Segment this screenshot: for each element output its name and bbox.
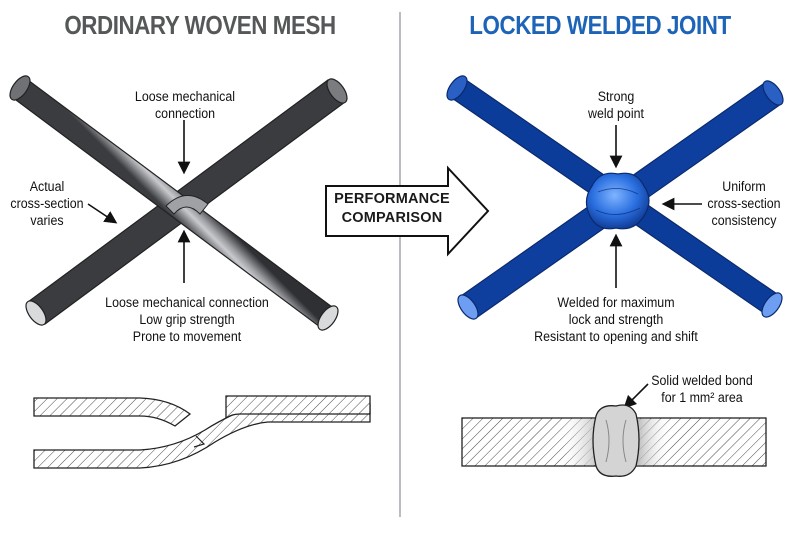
welded-joint-title: LOCKED WELDED JOINT — [469, 10, 731, 40]
label-line: Loose mechanical connection — [105, 295, 269, 310]
label-line: Welded for maximum — [557, 295, 675, 310]
label-line: Loose mechanical — [134, 89, 236, 104]
gray-rod-end-cap — [9, 75, 31, 101]
label-line: Low grip strength — [139, 312, 235, 327]
label-line: Strong — [597, 89, 635, 104]
label-line: weld point — [588, 106, 644, 121]
label-line: consistency — [711, 213, 777, 228]
comparison-line: COMPARISON — [341, 210, 443, 226]
label-line: cross-section — [10, 196, 84, 211]
crossover-bend — [165, 195, 209, 215]
label-line: Actual — [29, 179, 65, 194]
woven-cross-section — [33, 395, 371, 469]
label-line: varies — [30, 213, 64, 228]
woven-mesh-wires — [9, 75, 348, 331]
woven-top-label: Loose mechanical connection — [125, 88, 245, 122]
gray-rod-end-cap — [317, 305, 339, 331]
welded-side-label: Uniform cross-section consistency — [694, 178, 793, 229]
arrow-to-weld-bond — [623, 383, 649, 409]
welded-joint-wires — [446, 75, 784, 320]
label-line: for 1 mm² area — [661, 390, 743, 405]
weld-bond-label: Solid welded bond for 1 mm² area — [645, 372, 759, 406]
blue-rod-end-cap — [446, 75, 468, 101]
label-line: Prone to movement — [132, 329, 242, 344]
woven-side-label: Actual cross-section varies — [6, 178, 89, 229]
welded-bottom-label: Welded for maximum lock and strength Res… — [526, 294, 706, 345]
welded-cross-section — [461, 404, 767, 477]
label-line: Resistant to opening and shift — [534, 329, 698, 344]
comparison-line: PERFORMANCE — [334, 191, 450, 207]
blue-rod-end-cap — [762, 80, 784, 106]
blue-rod-end-cap — [761, 292, 783, 318]
label-line: cross-section — [707, 196, 781, 211]
comparison-arrow — [325, 165, 490, 257]
label-line: connection — [154, 106, 216, 121]
blue-rod-end-cap — [457, 294, 479, 320]
gray-rod-end-cap — [25, 300, 47, 326]
gray-rod-end-cap — [326, 78, 348, 104]
woven-bottom-label: Loose mechanical connection Low grip str… — [100, 294, 275, 345]
comparison-label: PERFORMANCE COMPARISON — [328, 190, 456, 228]
welded-top-label: Strong weld point — [570, 88, 662, 122]
label-line: Uniform — [722, 179, 766, 194]
arrow-to-section — [87, 203, 118, 224]
panel-divider — [399, 12, 401, 517]
label-line: Solid welded bond — [651, 373, 753, 388]
weld-nugget — [585, 172, 650, 230]
label-line: lock and strength — [568, 312, 664, 327]
woven-mesh-title: ORDINARY WOVEN MESH — [64, 10, 336, 40]
